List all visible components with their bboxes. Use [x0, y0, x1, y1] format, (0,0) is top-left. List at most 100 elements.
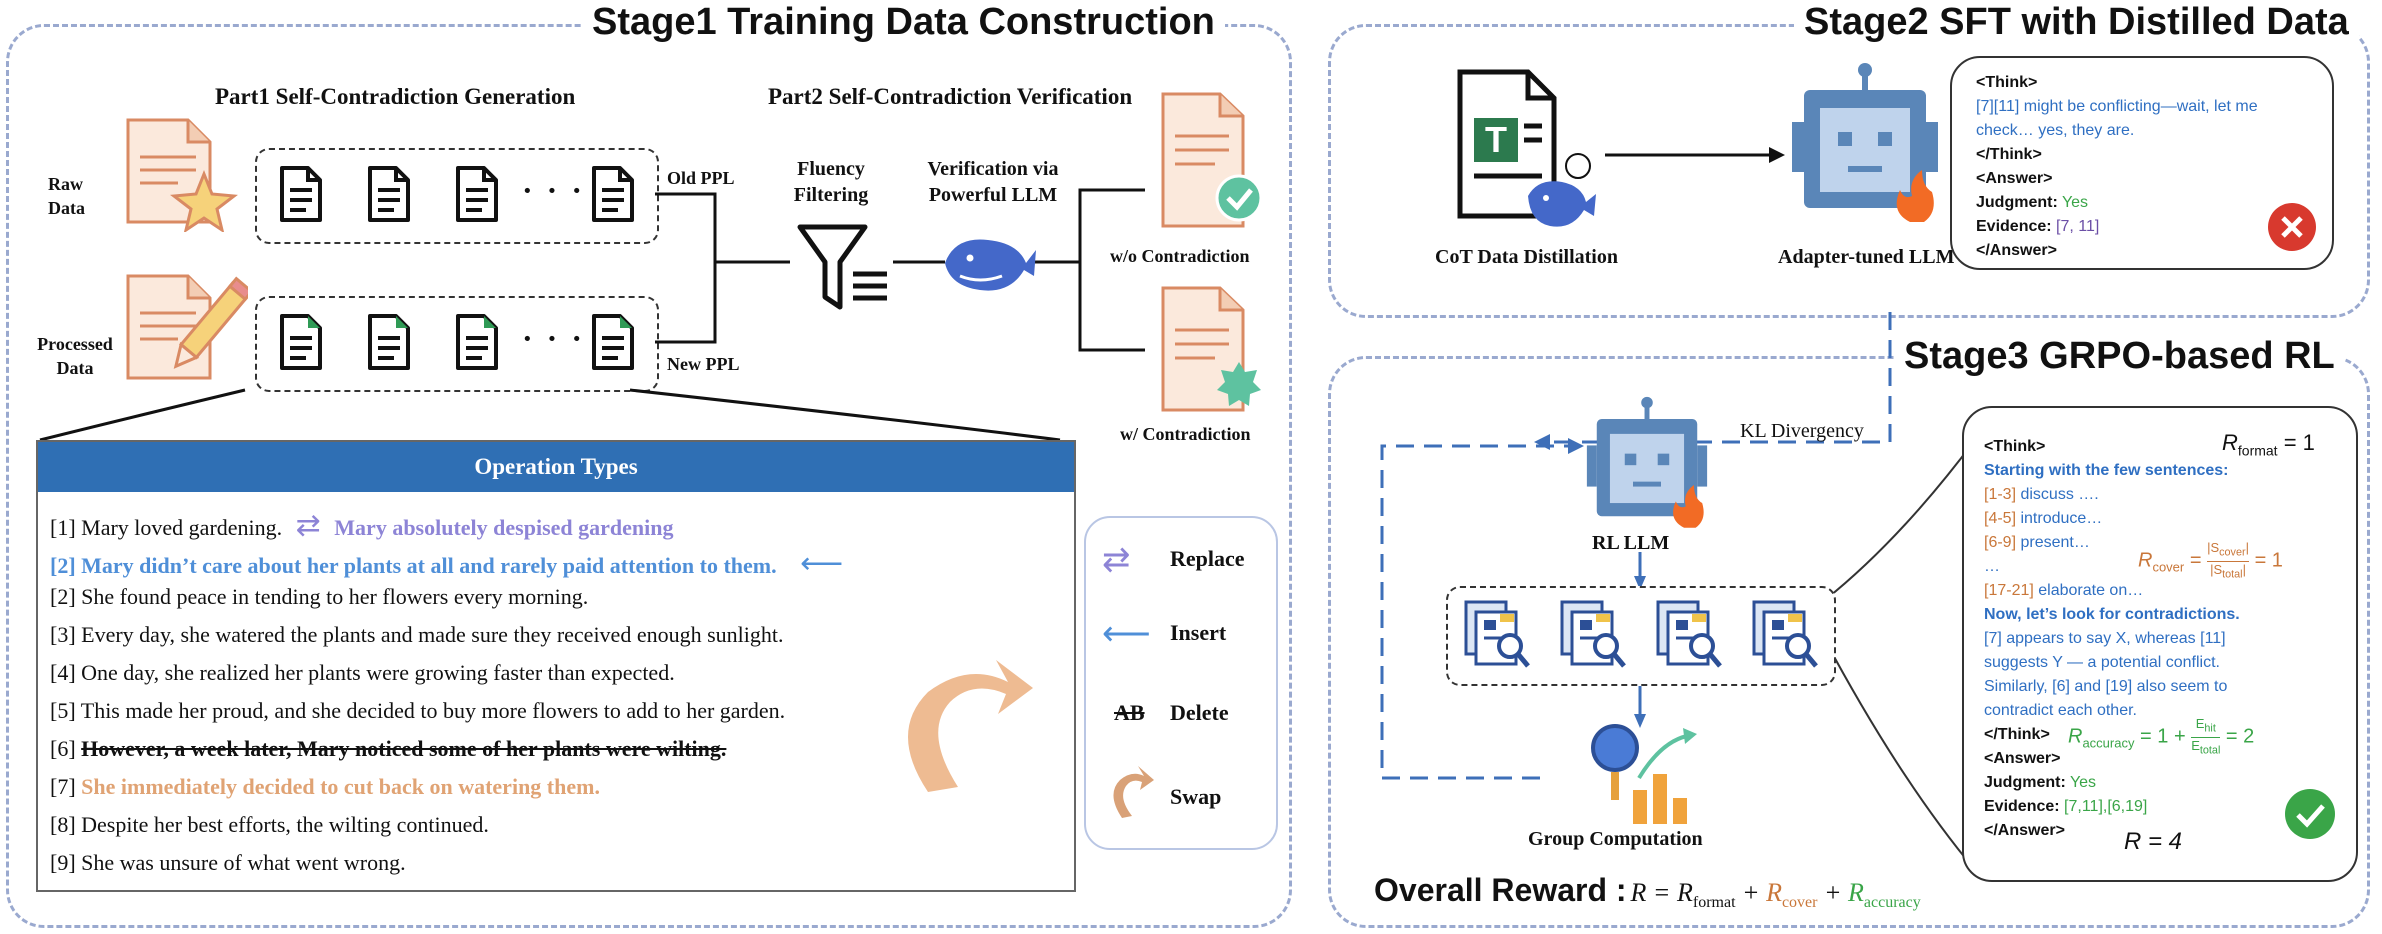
- op-line-10: [9] She was unsure of what went wrong.: [50, 850, 406, 875]
- s3-l6: [17-21] elaborate on…: [1984, 582, 2144, 599]
- stage1-title: Stage1 Training Data Construction: [582, 0, 1225, 44]
- operation-types-title: Operation Types: [38, 442, 1074, 492]
- kl-divergency-label: KL Divergency: [1740, 420, 1864, 442]
- contradiction-label: w/ Contradiction: [1120, 424, 1251, 444]
- processed-data-icon: [126, 274, 248, 380]
- s3-l7: Now, let’s look for contradictions.: [1984, 606, 2240, 623]
- stage3-box: [1328, 356, 2370, 928]
- new-ppl-label: New PPL: [667, 354, 740, 374]
- overall-reward: Overall Reward : R = Rformat + Rcover + …: [1374, 872, 1921, 912]
- legend-replace-icon: ⇄: [1102, 542, 1131, 579]
- s3-think-open: <Think>: [1984, 438, 2046, 455]
- stage1-connectors: [39, 188, 1145, 442]
- part1-title: Part1 Self-Contradiction Generation: [215, 84, 576, 109]
- legend-replace: Replace: [1170, 546, 1245, 571]
- whale-icon: [945, 239, 1036, 291]
- processed-document-icon-3: [454, 312, 500, 370]
- s3-l11: contradict each other.: [1984, 702, 2137, 719]
- s3-think-close: </Think>: [1984, 726, 2050, 743]
- stage3-connectors: [1380, 312, 1976, 871]
- op-line-9: [8] Despite her best efforts, the wiltin…: [50, 812, 489, 837]
- s3-l9: suggests Y — a potential conflict.: [1984, 654, 2220, 671]
- op-line-6: [5] This made her proud, and she decided…: [50, 698, 786, 723]
- stage2-title: Stage2 SFT with Distilled Data: [1794, 0, 2359, 44]
- s3-l8: [7] appears to say X, whereas [11]: [1984, 630, 2226, 647]
- raw-data-icon: [126, 118, 238, 232]
- legend-delete-icon: AB: [1114, 700, 1145, 725]
- fluency-filtering-label: Fluency Filtering: [793, 158, 869, 206]
- replace-arrow-icon: ⇄: [295, 509, 321, 542]
- adapter-label: Adapter-tuned LLM: [1778, 246, 1955, 268]
- legend-swap-icon: [1113, 766, 1154, 818]
- raw-ellipsis: · · ·: [522, 172, 586, 208]
- s3-judgment: Judgment: Yes: [1984, 774, 2097, 791]
- rollout-document-icon-3: [1654, 598, 1724, 675]
- s2-evidence: Evidence: [7, 11]: [1976, 218, 2100, 235]
- op-line-4: [3] Every day, she watered the plants an…: [50, 622, 784, 647]
- rollout-document-icon-2: [1558, 598, 1628, 675]
- s3-l1: Starting with the few sentences:: [1984, 462, 2229, 479]
- s2-line2: check… yes, they are.: [1976, 122, 2135, 139]
- no-contradiction-label: w/o Contradiction: [1110, 246, 1250, 266]
- rl-llm-label: RL LLM: [1592, 532, 1670, 554]
- old-ppl-label: Old PPL: [667, 168, 735, 188]
- raw-document-icon-2: [366, 164, 412, 222]
- wrong-mark-icon: [2268, 203, 2316, 251]
- legend-delete: Delete: [1170, 700, 1229, 725]
- correct-mark-icon: [2285, 789, 2335, 839]
- processed-document-icon-2: [366, 312, 412, 370]
- overall-formula: R = Rformat + Rcover + Raccuracy: [1630, 878, 1921, 912]
- op-line-1: [1] Mary loved gardening. ⇄ Mary absolut…: [50, 509, 674, 542]
- swap-curve-icon: [908, 660, 1033, 792]
- r-accuracy-formula: Raccuracy = 1 + Ehit Etotal = 2: [2068, 716, 2255, 757]
- rollout-document-icon-1: [1462, 598, 1532, 675]
- s3-l2: [1-3] discuss ….: [1984, 486, 2099, 503]
- operation-types-panel: Operation Types [1] Mary loved gardening…: [36, 440, 1076, 892]
- s2-think-open: <Think>: [1976, 74, 2038, 91]
- raw-data-label: Raw Data: [48, 174, 85, 218]
- op-line-5: [4] One day, she realized her plants wer…: [50, 660, 675, 685]
- r-format-formula: Rformat = 1: [2222, 430, 2315, 459]
- op-line-2: [2] Mary didn’t care about her plants at…: [50, 547, 844, 580]
- raw-document-icon-3: [454, 164, 500, 222]
- s3-l3: [4-5] introduce…: [1984, 510, 2103, 527]
- s3-l5: …: [1984, 558, 2000, 575]
- s2-line1: [7][11] might be conflicting—wait, let m…: [1976, 98, 2258, 115]
- stage2-arrow: [1605, 147, 1785, 163]
- op-line-8: [7] She immediately decided to cut back …: [50, 774, 600, 799]
- legend-insert: Insert: [1170, 620, 1227, 645]
- no-contradiction-doc-icon: [1161, 92, 1263, 228]
- s2-judgment: Judgment: Yes: [1976, 194, 2089, 211]
- s2-answer-open: <Answer>: [1976, 170, 2053, 187]
- op-line-7: [6] However, a week later, Mary noticed …: [50, 736, 727, 761]
- stage3-title: Stage3 GRPO-based RL: [1894, 334, 2345, 378]
- stage3-reasoning-bubble: <Think> Starting with the few sentences:…: [1962, 406, 2358, 882]
- legend-swap: Swap: [1170, 784, 1222, 809]
- processed-ellipsis: · · ·: [522, 320, 586, 356]
- processed-data-label: Processed Data: [37, 334, 113, 378]
- raw-document-icon-1: [278, 164, 324, 222]
- group-computation-icon: [1591, 724, 1697, 824]
- funnel-icon: [797, 224, 887, 310]
- rl-robot-icon: [1586, 396, 1708, 528]
- group-computation-label: Group Computation: [1528, 828, 1703, 850]
- r-cover-formula: Rcover = |Scover| |Stotal| = 1: [2138, 540, 2283, 581]
- stage2-answer-bubble: <Think> [7][11] might be conflicting—wai…: [1950, 56, 2334, 270]
- insert-arrow-icon: ⟵: [800, 547, 844, 580]
- svg-text:T: T: [1485, 119, 1507, 160]
- contradiction-doc-icon: [1161, 286, 1261, 412]
- op-line-3: [2] She found peace in tending to her fl…: [50, 584, 589, 609]
- cot-label: CoT Data Distillation: [1435, 246, 1618, 268]
- s2-answer-close: </Answer>: [1976, 242, 2057, 259]
- rollout-document-icon-4: [1750, 598, 1820, 675]
- part2-title: Part2 Self-Contradiction Verification: [768, 84, 1133, 109]
- verification-label: Verification via Powerful LLM: [927, 158, 1059, 206]
- s3-answer-open: <Answer>: [1984, 750, 2061, 767]
- r-total: R = 4: [2124, 828, 2183, 855]
- adapter-robot-icon: [1792, 63, 1938, 222]
- legend-insert-icon: ⟵: [1102, 616, 1151, 653]
- s3-l4: [6-9] present…: [1984, 534, 2090, 551]
- s3-l10: Similarly, [6] and [19] also seem to: [1984, 678, 2228, 695]
- processed-document-icon-1: [278, 312, 324, 370]
- s2-think-close: </Think>: [1976, 146, 2042, 163]
